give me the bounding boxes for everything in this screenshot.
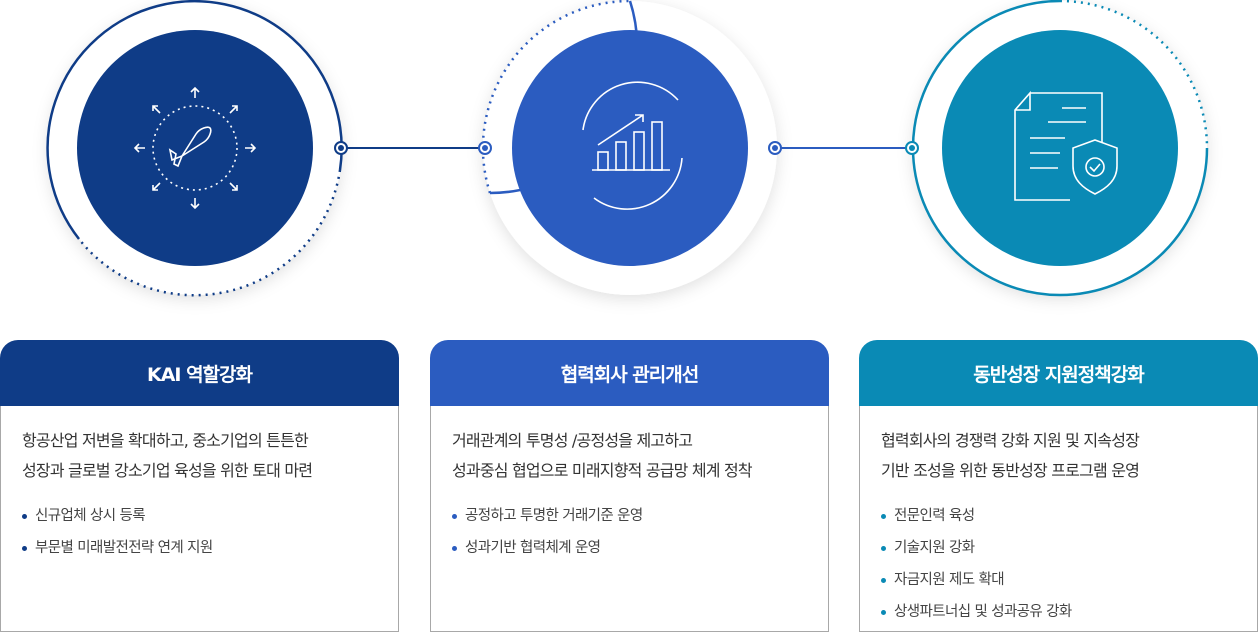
growth-chart-icon bbox=[582, 81, 683, 210]
airplane-icon bbox=[133, 86, 257, 210]
list-item: 상생파트너십 및 성과공유 강화 bbox=[881, 596, 1237, 628]
desc-line: 기반 조성을 위한 동반성장 프로그램 운영 bbox=[881, 461, 1140, 480]
list-item: 성과기반 협력체계 운영 bbox=[452, 532, 808, 564]
process-diagram bbox=[46, 0, 1209, 297]
list-item: 기술지원 강화 bbox=[881, 532, 1237, 564]
list-item: 전문인력 육성 bbox=[881, 500, 1237, 532]
document-shield-icon bbox=[1014, 90, 1118, 201]
card-title: 협력회사 관리개선 bbox=[430, 340, 829, 406]
list-item: 자금지원 제도 확대 bbox=[881, 564, 1237, 596]
list-item: 부문별 미래발전전략 연계 지원 bbox=[22, 532, 378, 564]
desc-line: 항공산업 저변을 확대하고, 중소기업의 튼튼한 bbox=[22, 431, 309, 450]
desc-line: 거래관계의 투명성 /공정성을 제고하고 bbox=[452, 431, 693, 450]
card-title: 동반성장 지원정책강화 bbox=[859, 340, 1258, 406]
circle-partner bbox=[478, 0, 782, 295]
list-item: 신규업체 상시 등록 bbox=[22, 500, 378, 532]
circle-kai bbox=[46, 0, 348, 297]
desc-line: 성장과 글로벌 강소기업 육성을 위한 토대 마련 bbox=[22, 461, 313, 480]
desc-line: 협력회사의 경쟁력 강화 지원 및 지속성장 bbox=[881, 431, 1140, 450]
circle-growth bbox=[905, 0, 1209, 297]
list-item: 공정하고 투명한 거래기준 운영 bbox=[452, 500, 808, 532]
card-title: KAI 역할강화 bbox=[0, 340, 399, 406]
desc-line: 성과중심 협업으로 미래지향적 공급망 체계 정착 bbox=[452, 461, 753, 480]
